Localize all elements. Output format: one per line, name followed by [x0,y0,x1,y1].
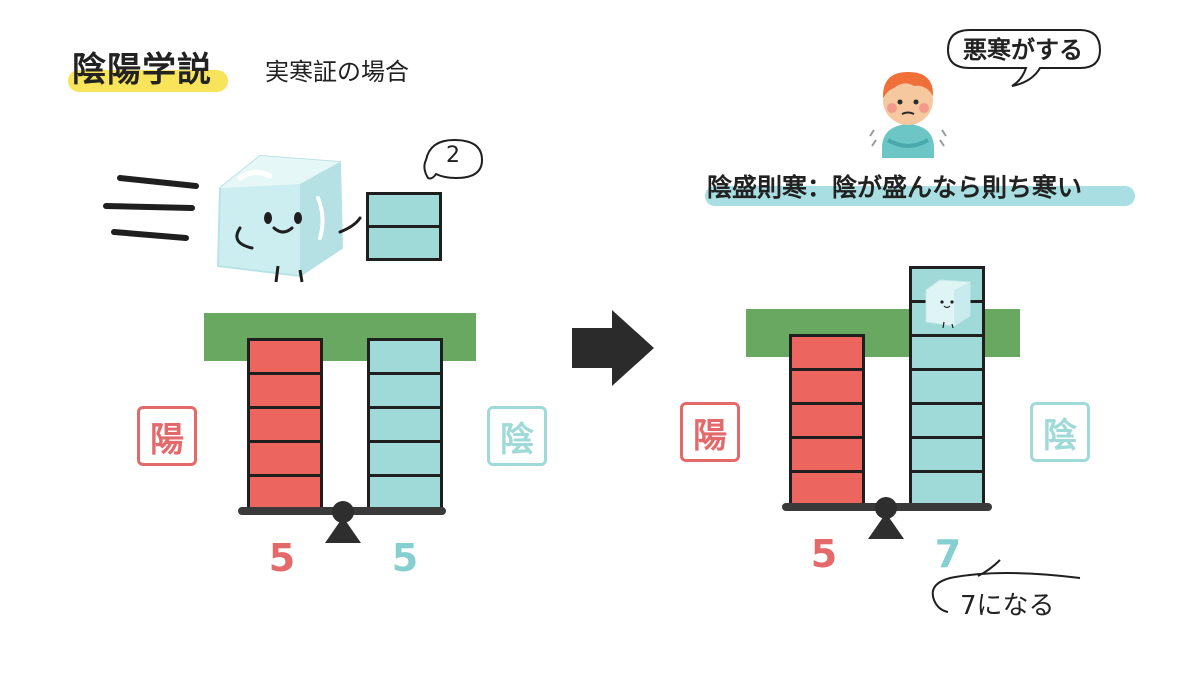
yin-block [909,470,985,507]
yin-block [909,402,985,439]
incoming-amount-label: 2 [446,143,460,168]
right-yin-count: 7 [934,532,962,576]
yang-block [247,440,323,477]
right-yin-label: 陰 [1030,402,1090,462]
yin-block [909,334,985,371]
result-note-text: 7になる [960,591,1055,621]
yang-block [247,406,323,443]
yin-block [367,406,443,443]
right-yang-count: 5 [810,532,838,576]
yang-block [789,368,865,405]
right-arrow-icon [572,310,654,386]
person-speech-text: 悪寒がする [963,36,1083,64]
left-yin-count: 5 [391,536,419,580]
shivering-person-icon [869,72,947,158]
rule-highlight [705,186,1135,206]
ice-cube-character-icon [216,154,362,283]
yang-block [789,334,865,371]
speech-bubble-icon [423,138,484,180]
left-pivot-stand [325,517,361,543]
yin-block [909,368,985,405]
yang-block [789,470,865,507]
right-pivot-stand [868,513,904,539]
note-callout-icon [931,559,1081,613]
page-subtitle: 実寒証の場合 [265,58,409,86]
title-highlight [68,70,228,92]
page-title: 陰陽学説 [72,50,212,90]
incoming-yin-block [366,192,442,228]
yin-block [367,474,443,511]
left-yang-count: 5 [268,536,296,580]
yin-block [909,436,985,473]
speech-bubble-icon [946,29,1102,87]
yin-block [367,440,443,477]
rule-text: 陰盛則寒：陰が盛んなら則ち寒い [707,173,1083,202]
yin-block [367,338,443,375]
yang-block [789,436,865,473]
yang-block [247,338,323,375]
small-ice-cube-icon [925,279,971,329]
right-yang-label: 陽 [680,402,740,462]
yang-block [789,402,865,439]
incoming-yin-block [366,225,442,261]
left-yang-label: 陽 [137,406,197,466]
yin-block [367,372,443,409]
yang-block [247,474,323,511]
left-yin-label: 陰 [487,406,547,466]
motion-lines-icon [103,175,199,241]
yang-block [247,372,323,409]
